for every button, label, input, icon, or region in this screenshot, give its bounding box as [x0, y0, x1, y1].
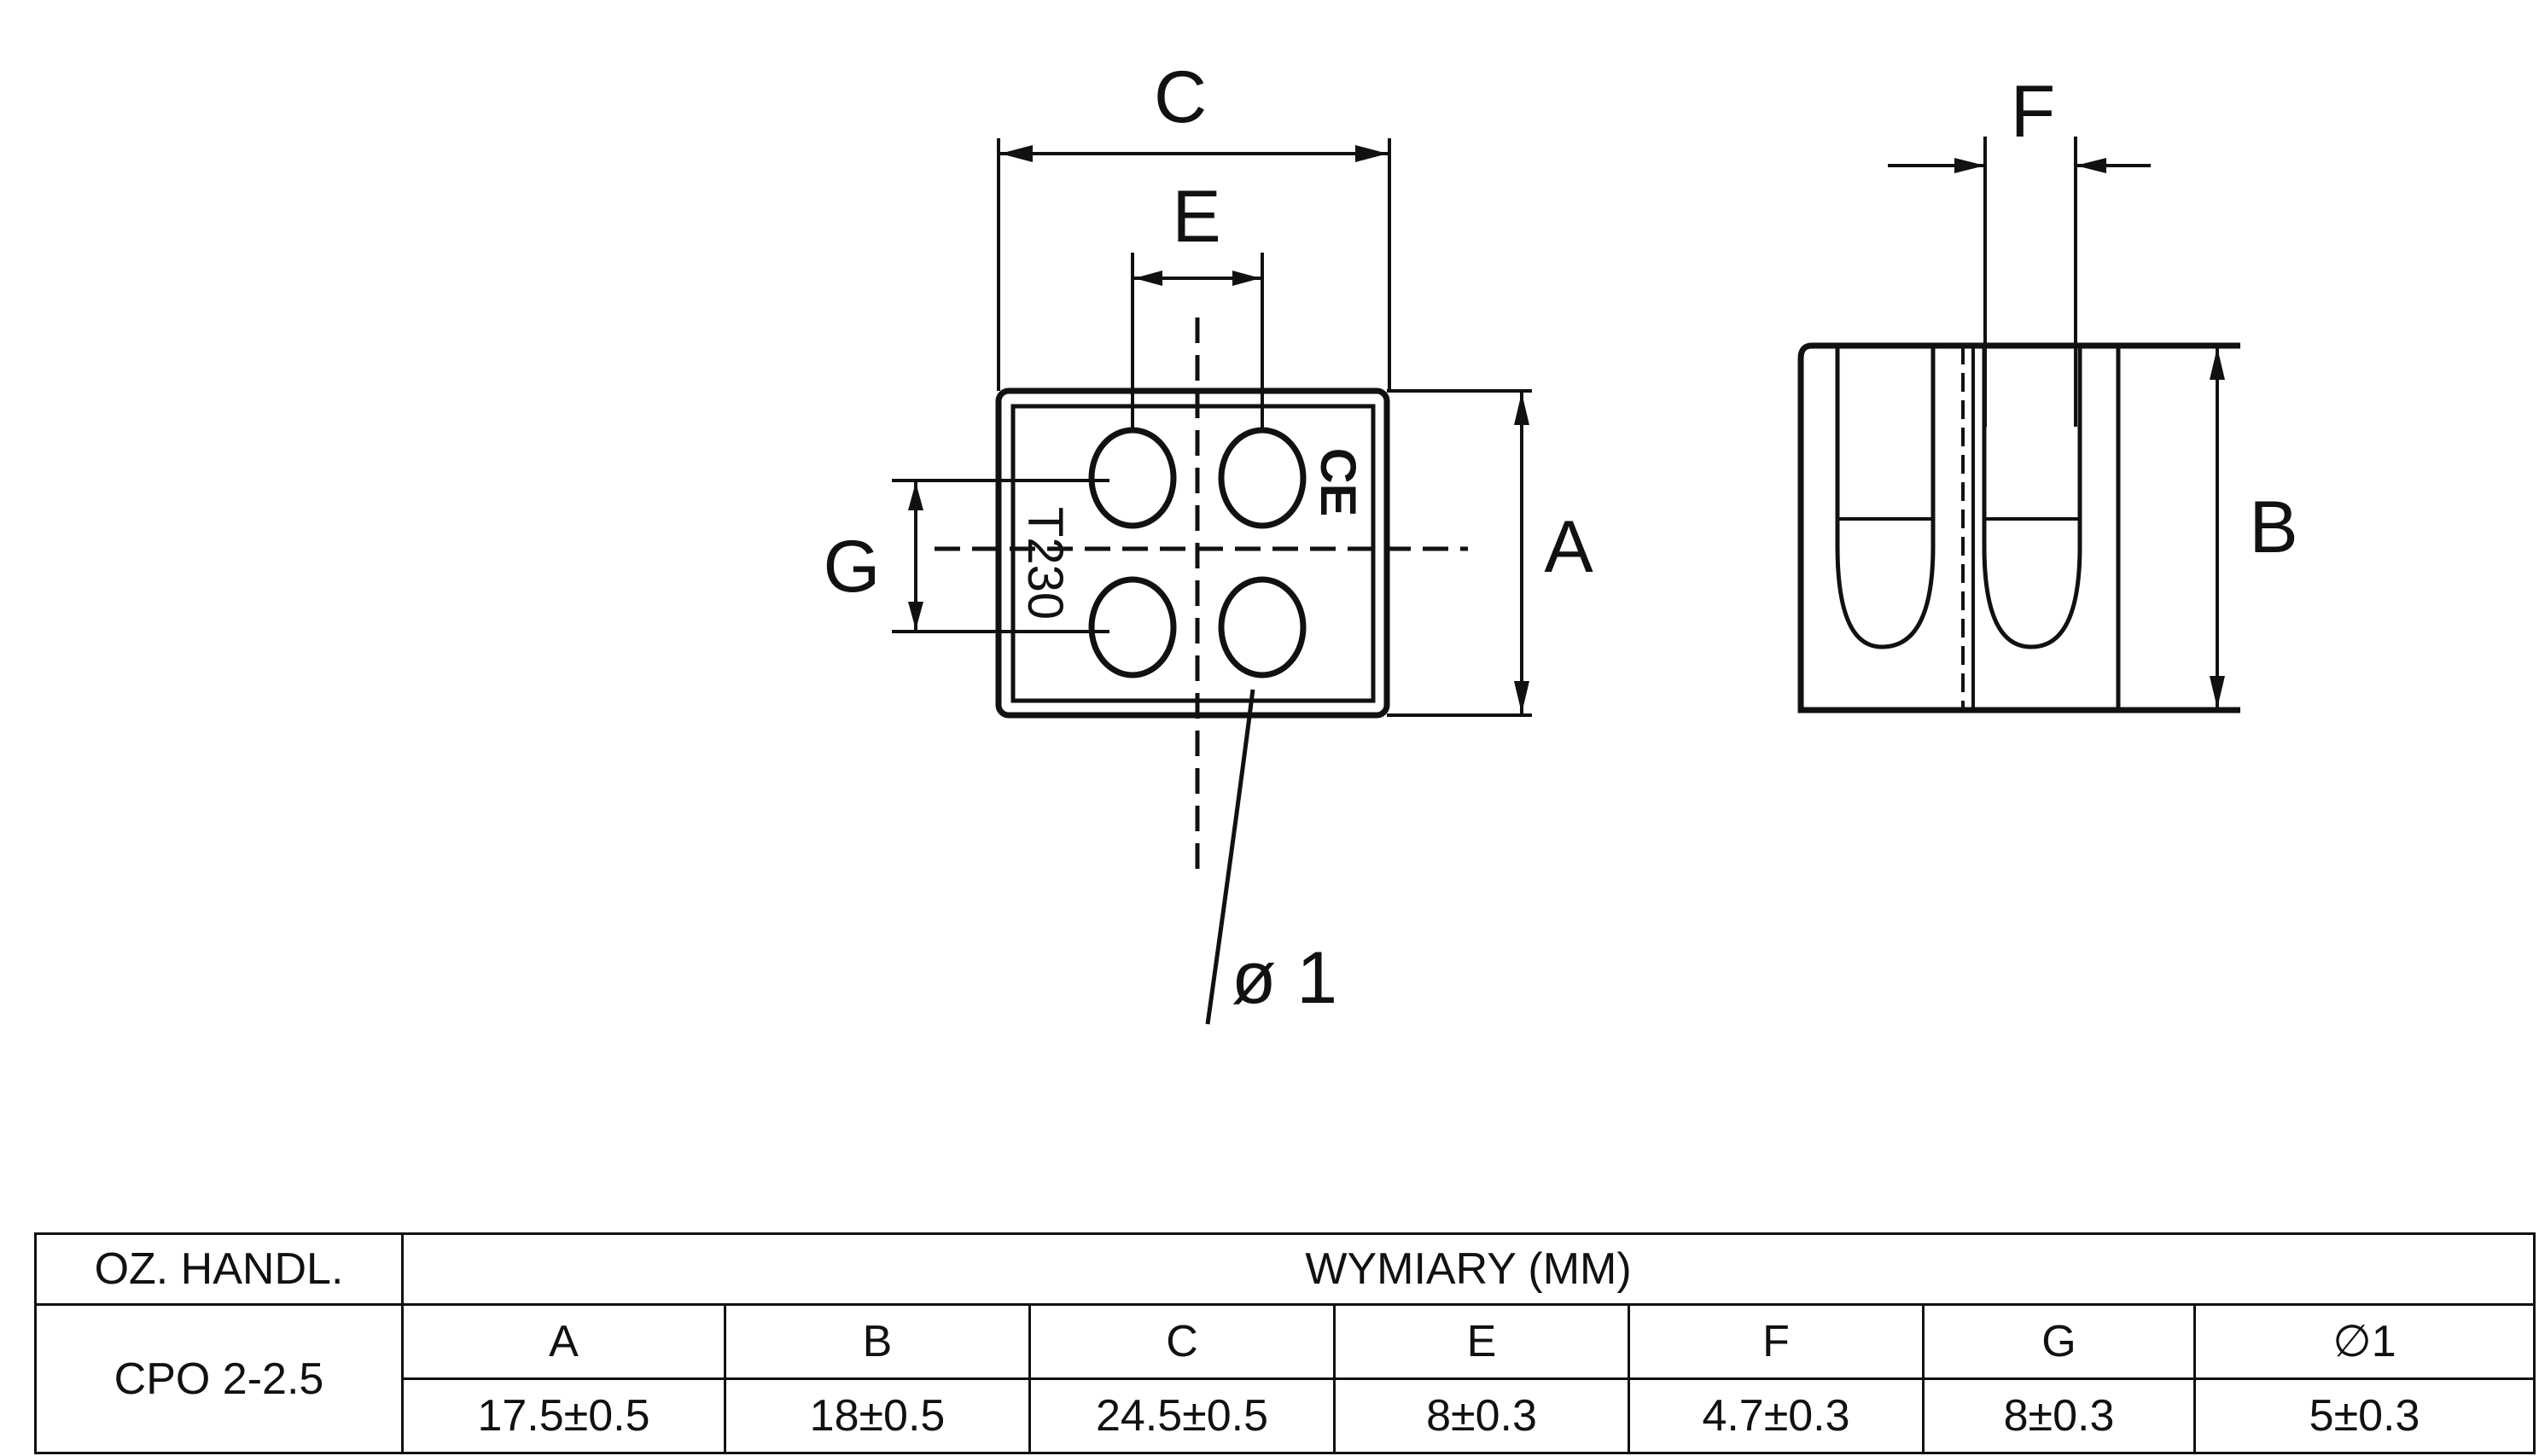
hole-top-right	[1218, 427, 1307, 529]
hole-bottom-right	[1218, 576, 1307, 678]
front-view: CE T230 C E G A ø 1	[824, 56, 1593, 1025]
ce-mark: CE	[1310, 448, 1366, 517]
value-cell: 17.5±0.5	[401, 1377, 726, 1454]
dimensions-table: OZ. HANDL. WYMIARY (MM) CPO 2-2.5 A B C …	[34, 1232, 2536, 1454]
t230-marking: T230	[1017, 507, 1073, 620]
side-slot-right	[1982, 346, 2082, 649]
hole-bottom-left	[1088, 576, 1177, 678]
table-columns-row: CPO 2-2.5 A B C E F G ∅1	[34, 1303, 2536, 1454]
product-code: CPO 2-2.5	[34, 1303, 404, 1454]
header-trade-designation: OZ. HANDL.	[34, 1232, 404, 1306]
column-label: A	[401, 1303, 726, 1380]
column-label: F	[1628, 1303, 1925, 1380]
header-dimensions: WYMIARY (MM)	[400, 1232, 2536, 1306]
column-label: ∅1	[2193, 1303, 2536, 1380]
side-body-outline	[1797, 342, 2240, 713]
side-slot-left	[1835, 346, 1936, 649]
column-label: C	[1028, 1303, 1336, 1380]
dim-label-e: E	[1172, 176, 1220, 258]
dim-label-diameter: ø 1	[1232, 937, 1337, 1019]
connector-body-inner	[1010, 404, 1376, 703]
value-cell: 5±0.3	[2193, 1377, 2536, 1454]
dim-label-f: F	[2011, 71, 2056, 153]
side-view: F B	[1797, 71, 2298, 713]
hole-top-left	[1088, 427, 1177, 529]
column-label: G	[1922, 1303, 2196, 1380]
column-label: E	[1333, 1303, 1630, 1380]
dim-label-a: A	[1544, 506, 1593, 588]
column-label: B	[724, 1303, 1031, 1380]
value-cell: 24.5±0.5	[1028, 1377, 1336, 1454]
value-cell: 18±0.5	[724, 1377, 1031, 1454]
dim-label-c: C	[1154, 56, 1207, 138]
dim-label-b: B	[2249, 486, 2297, 568]
dim-label-g: G	[824, 526, 881, 608]
value-cell: 8±0.3	[1333, 1377, 1630, 1454]
value-cell: 8±0.3	[1922, 1377, 2196, 1454]
table-values-row: 17.5±0.5 18±0.5 24.5±0.5 8±0.3 4.7±0.3 8…	[36, 1377, 2536, 1454]
table-header-row: OZ. HANDL. WYMIARY (MM)	[34, 1232, 2536, 1306]
value-cell: 4.7±0.3	[1628, 1377, 1925, 1454]
connector-body-outer	[995, 387, 1390, 719]
